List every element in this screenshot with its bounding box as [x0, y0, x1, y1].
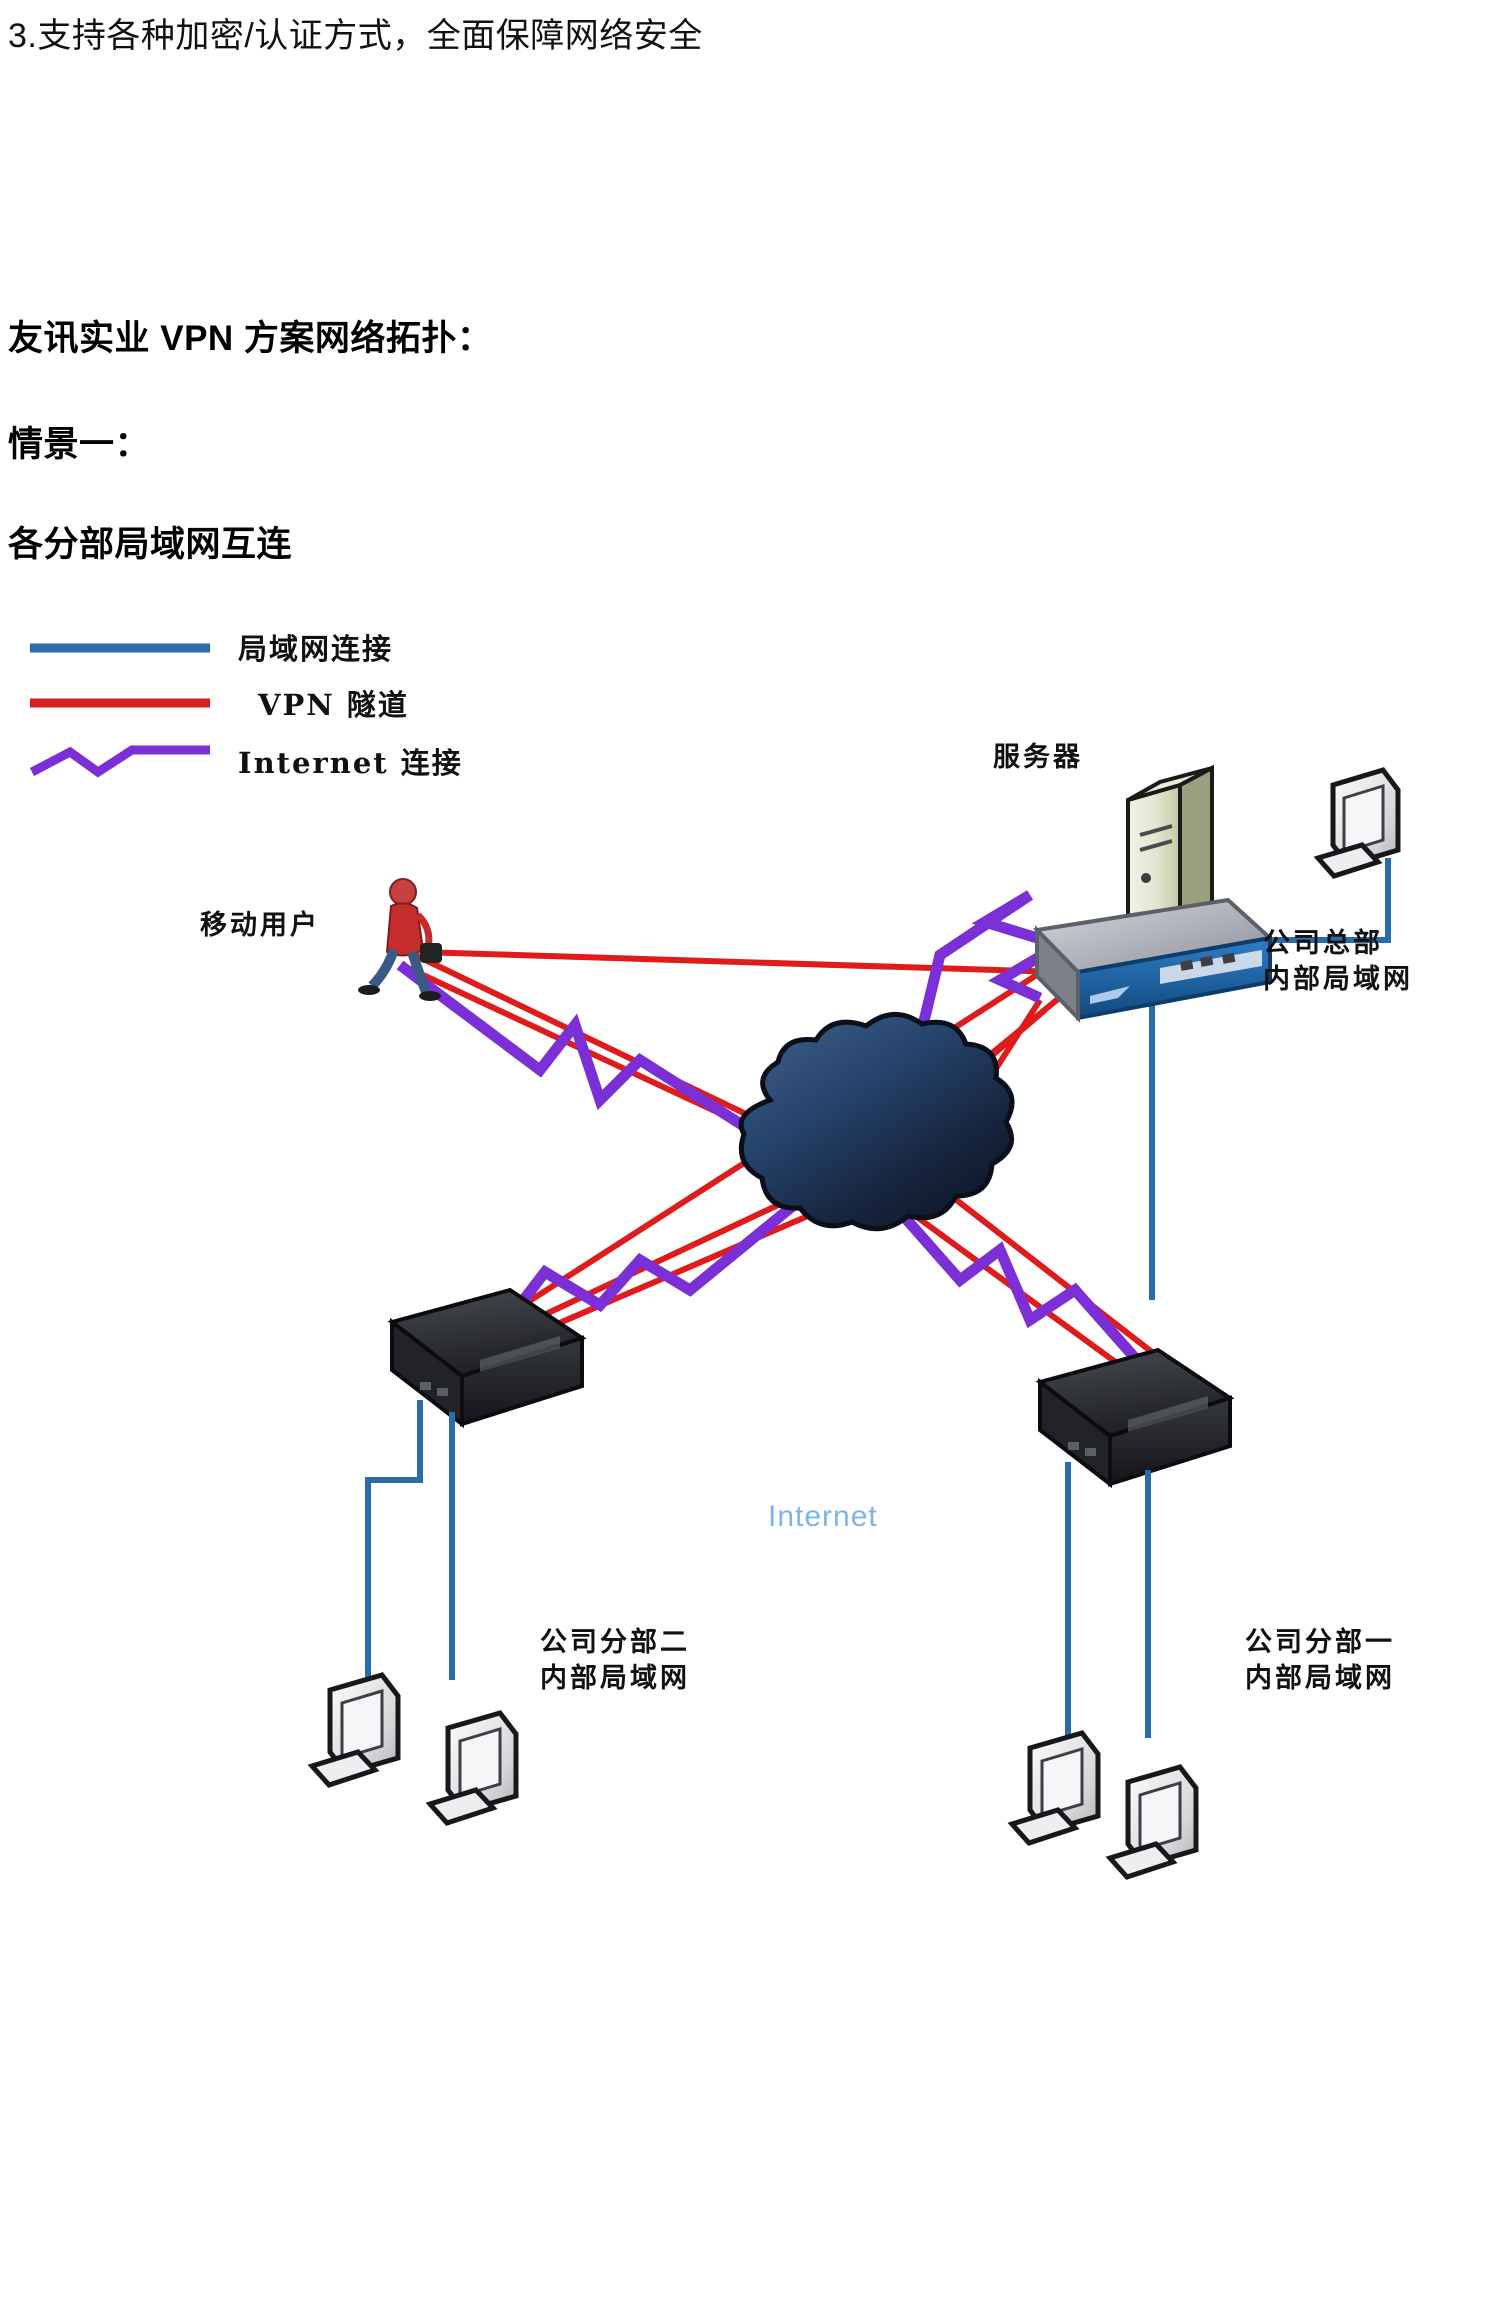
legend-group: [29, 643, 210, 778]
intro-line: 3.支持各种加密/认证方式，全面保障网络安全: [8, 17, 703, 55]
pc-branch1-2-icon: [1105, 1764, 1199, 1880]
topology-svg: [29, 643, 1401, 1880]
scene-title: 情景一：: [8, 425, 151, 464]
legend-label-lan: 局域网连接: [238, 632, 394, 666]
scene-subtitle: 各分部局域网互连: [8, 525, 293, 564]
pc-branch2-2-icon: [425, 1710, 519, 1826]
vpn-line-mobile-to-hq: [419, 949, 1061, 975]
node-label-mobile-user: 移动用户: [200, 910, 320, 941]
vpn-line-cloud-branch2-b: [518, 1197, 847, 1343]
pc-hq-icon: [1313, 767, 1401, 879]
internet-line-branch1: [880, 1191, 1155, 1379]
pc-branch2-1-icon: [307, 1672, 401, 1788]
mobile-user-icon: [358, 878, 442, 1001]
topology-title: 友讯实业 VPN 方案网络拓扑：: [8, 319, 493, 358]
internet-line-hq: [894, 890, 1074, 1122]
lan-line-pc-hq: [1238, 858, 1391, 943]
branch2-router-icon: [387, 1287, 587, 1429]
node-label-headquarters: 公司总部 内部局域网: [1263, 928, 1413, 995]
node-label-server: 服务器: [993, 742, 1083, 773]
node-label-branch-one: 公司分部一 内部局域网: [1245, 1627, 1395, 1694]
legend-label-vpn: VPN 隧道: [258, 688, 409, 722]
hq-router-icon: [1032, 897, 1275, 1023]
internet-line-branch2: [507, 1195, 804, 1319]
lan-line-branch2-pc1: [365, 1400, 423, 1690]
legend-internet-swatch: [29, 745, 210, 778]
internet-zigzag-lines: [396, 890, 1155, 1379]
branch1-router-icon: [1035, 1347, 1235, 1489]
legend-label-internet: Internet 连接: [238, 746, 463, 780]
internet-cloud-label: Internet: [768, 1500, 878, 1533]
vpn-line-mobile-hq: [413, 952, 802, 1143]
network-topology-diagram: 局域网连接 VPN 隧道 Internet 连接 服务器 移动用户 公司总部 内…: [0, 600, 1500, 2308]
internet-cloud: [738, 1012, 1015, 1232]
pc-branch1-1-icon: [1007, 1730, 1101, 1846]
internet-line-mobile: [396, 960, 808, 1170]
node-label-branch-two: 公司分部二 内部局域网: [540, 1627, 690, 1694]
